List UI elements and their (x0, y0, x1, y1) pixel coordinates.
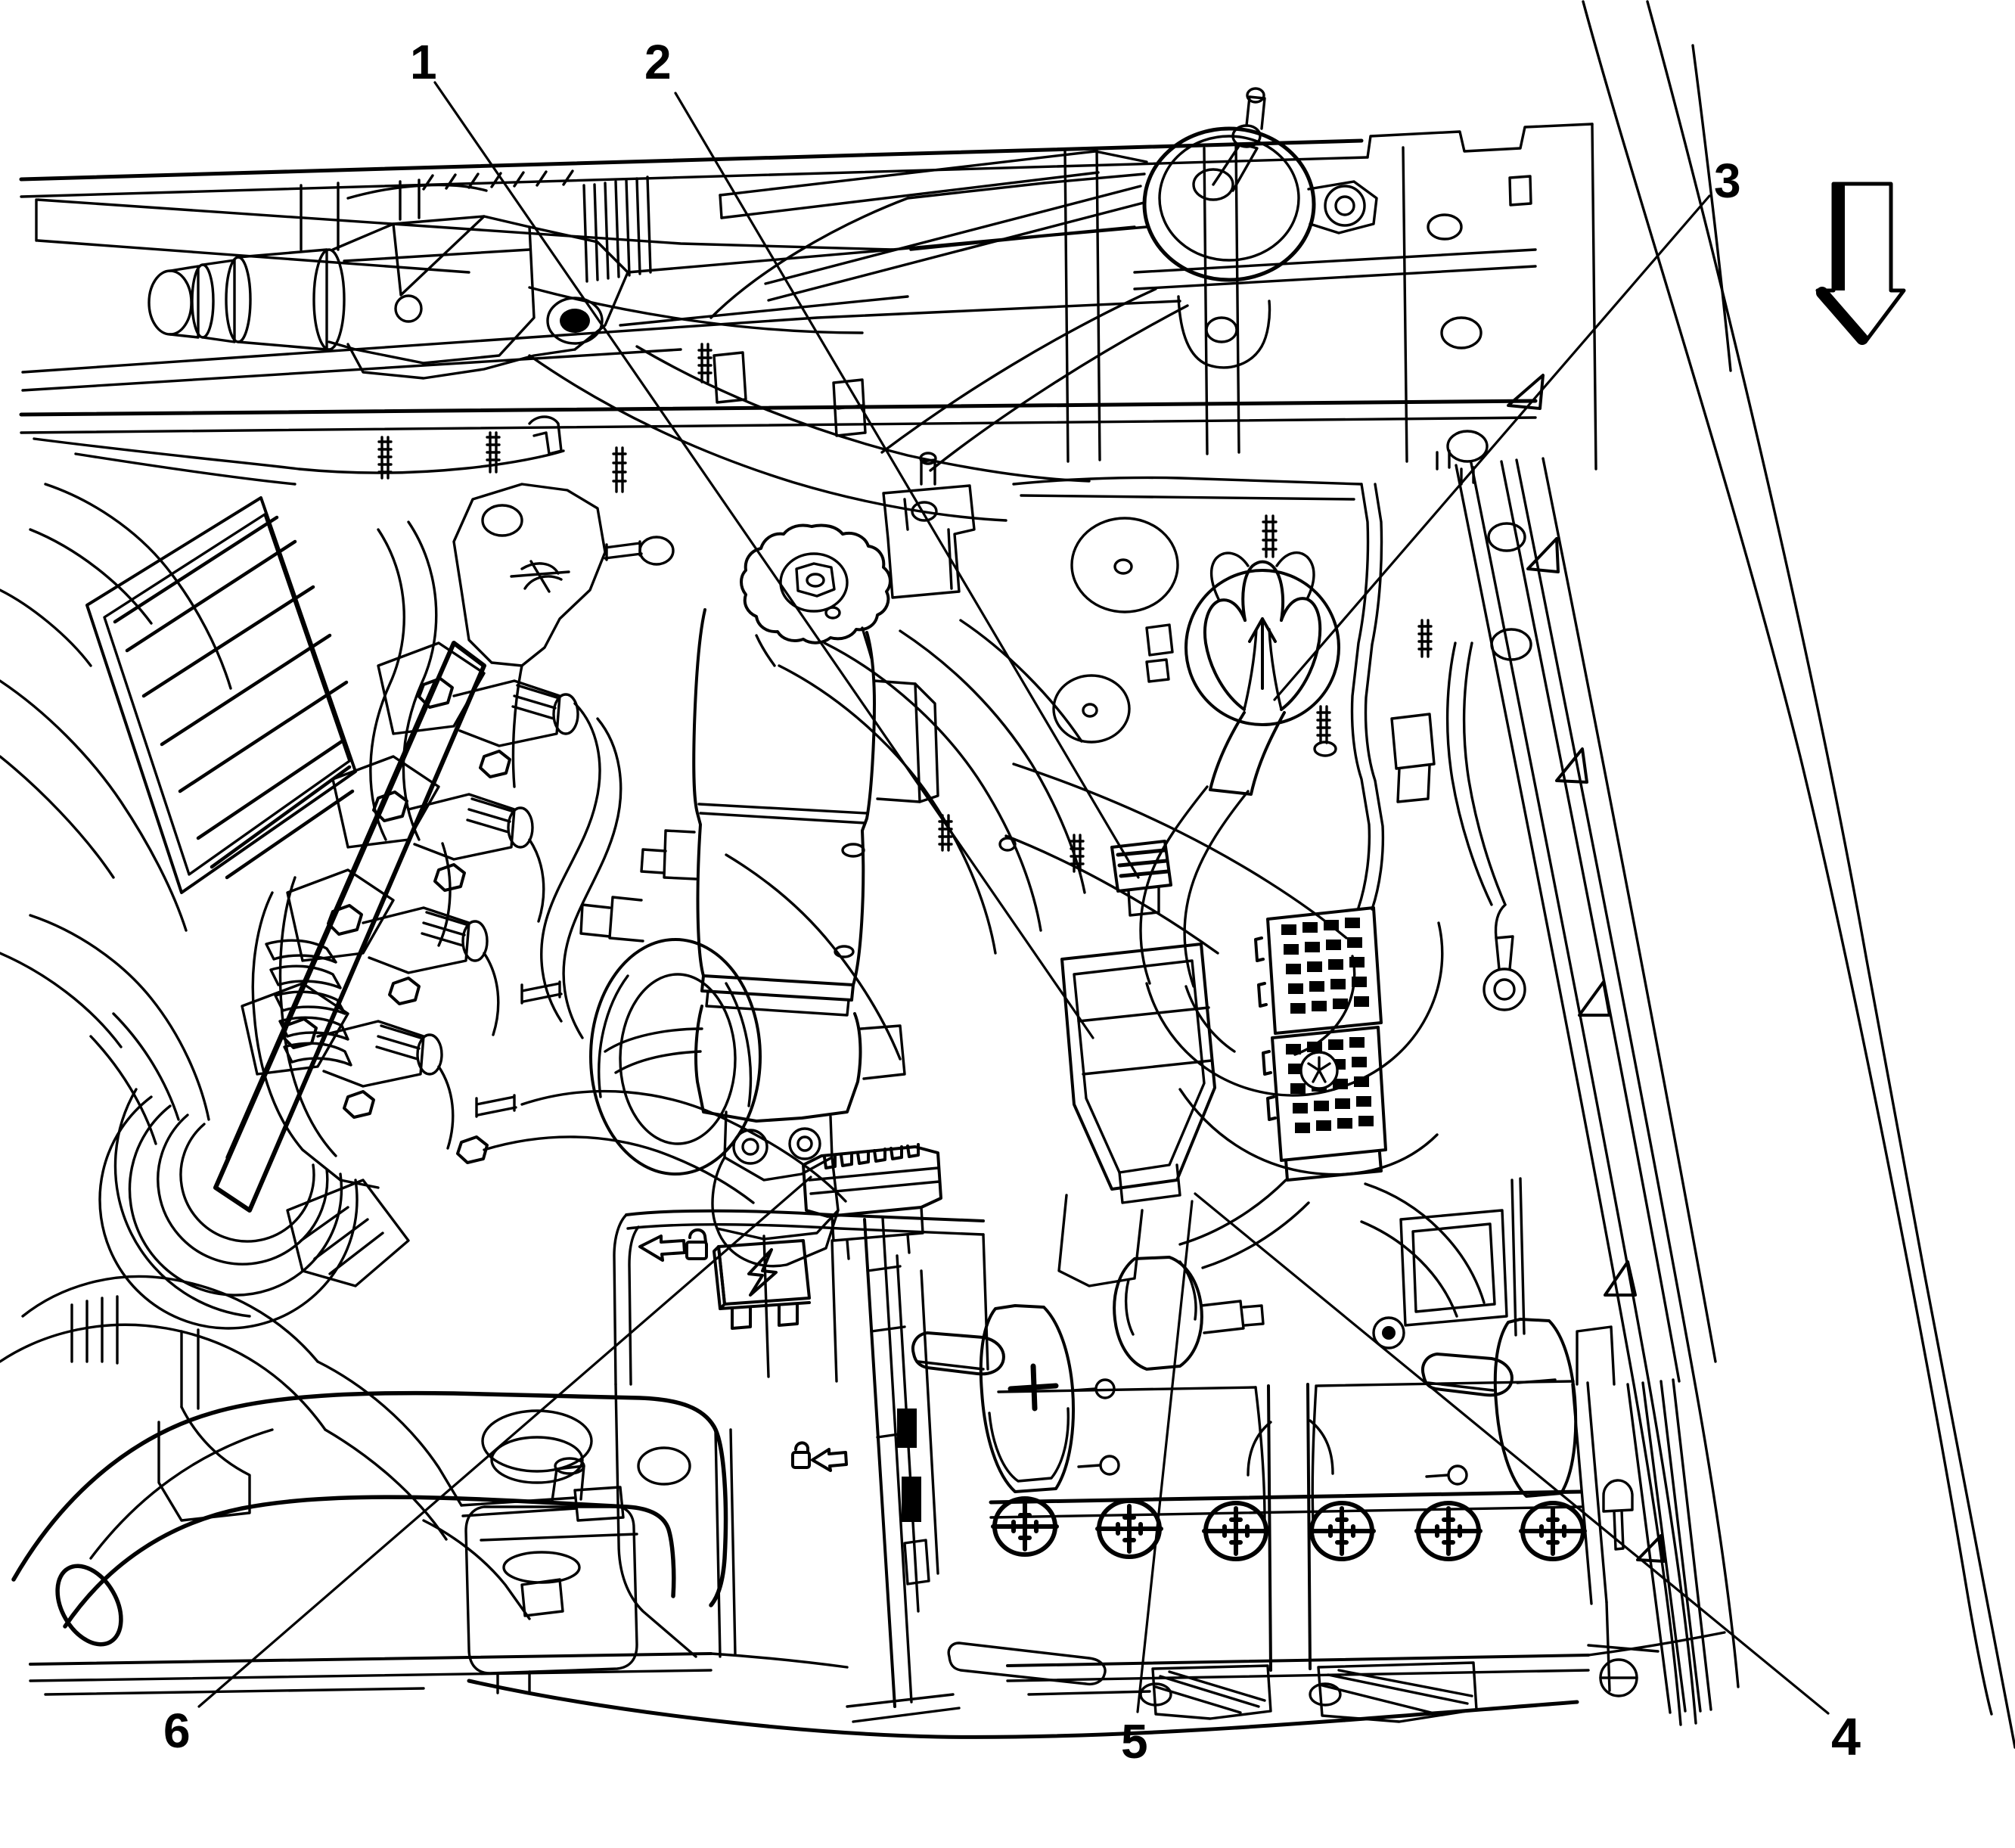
svg-text:3: 3 (1714, 154, 1741, 208)
svg-text:5: 5 (1121, 1714, 1148, 1769)
svg-text:2: 2 (644, 35, 672, 89)
svg-text:1: 1 (410, 35, 437, 89)
svg-text:4: 4 (1831, 1707, 1861, 1766)
svg-text:6: 6 (163, 1704, 191, 1758)
